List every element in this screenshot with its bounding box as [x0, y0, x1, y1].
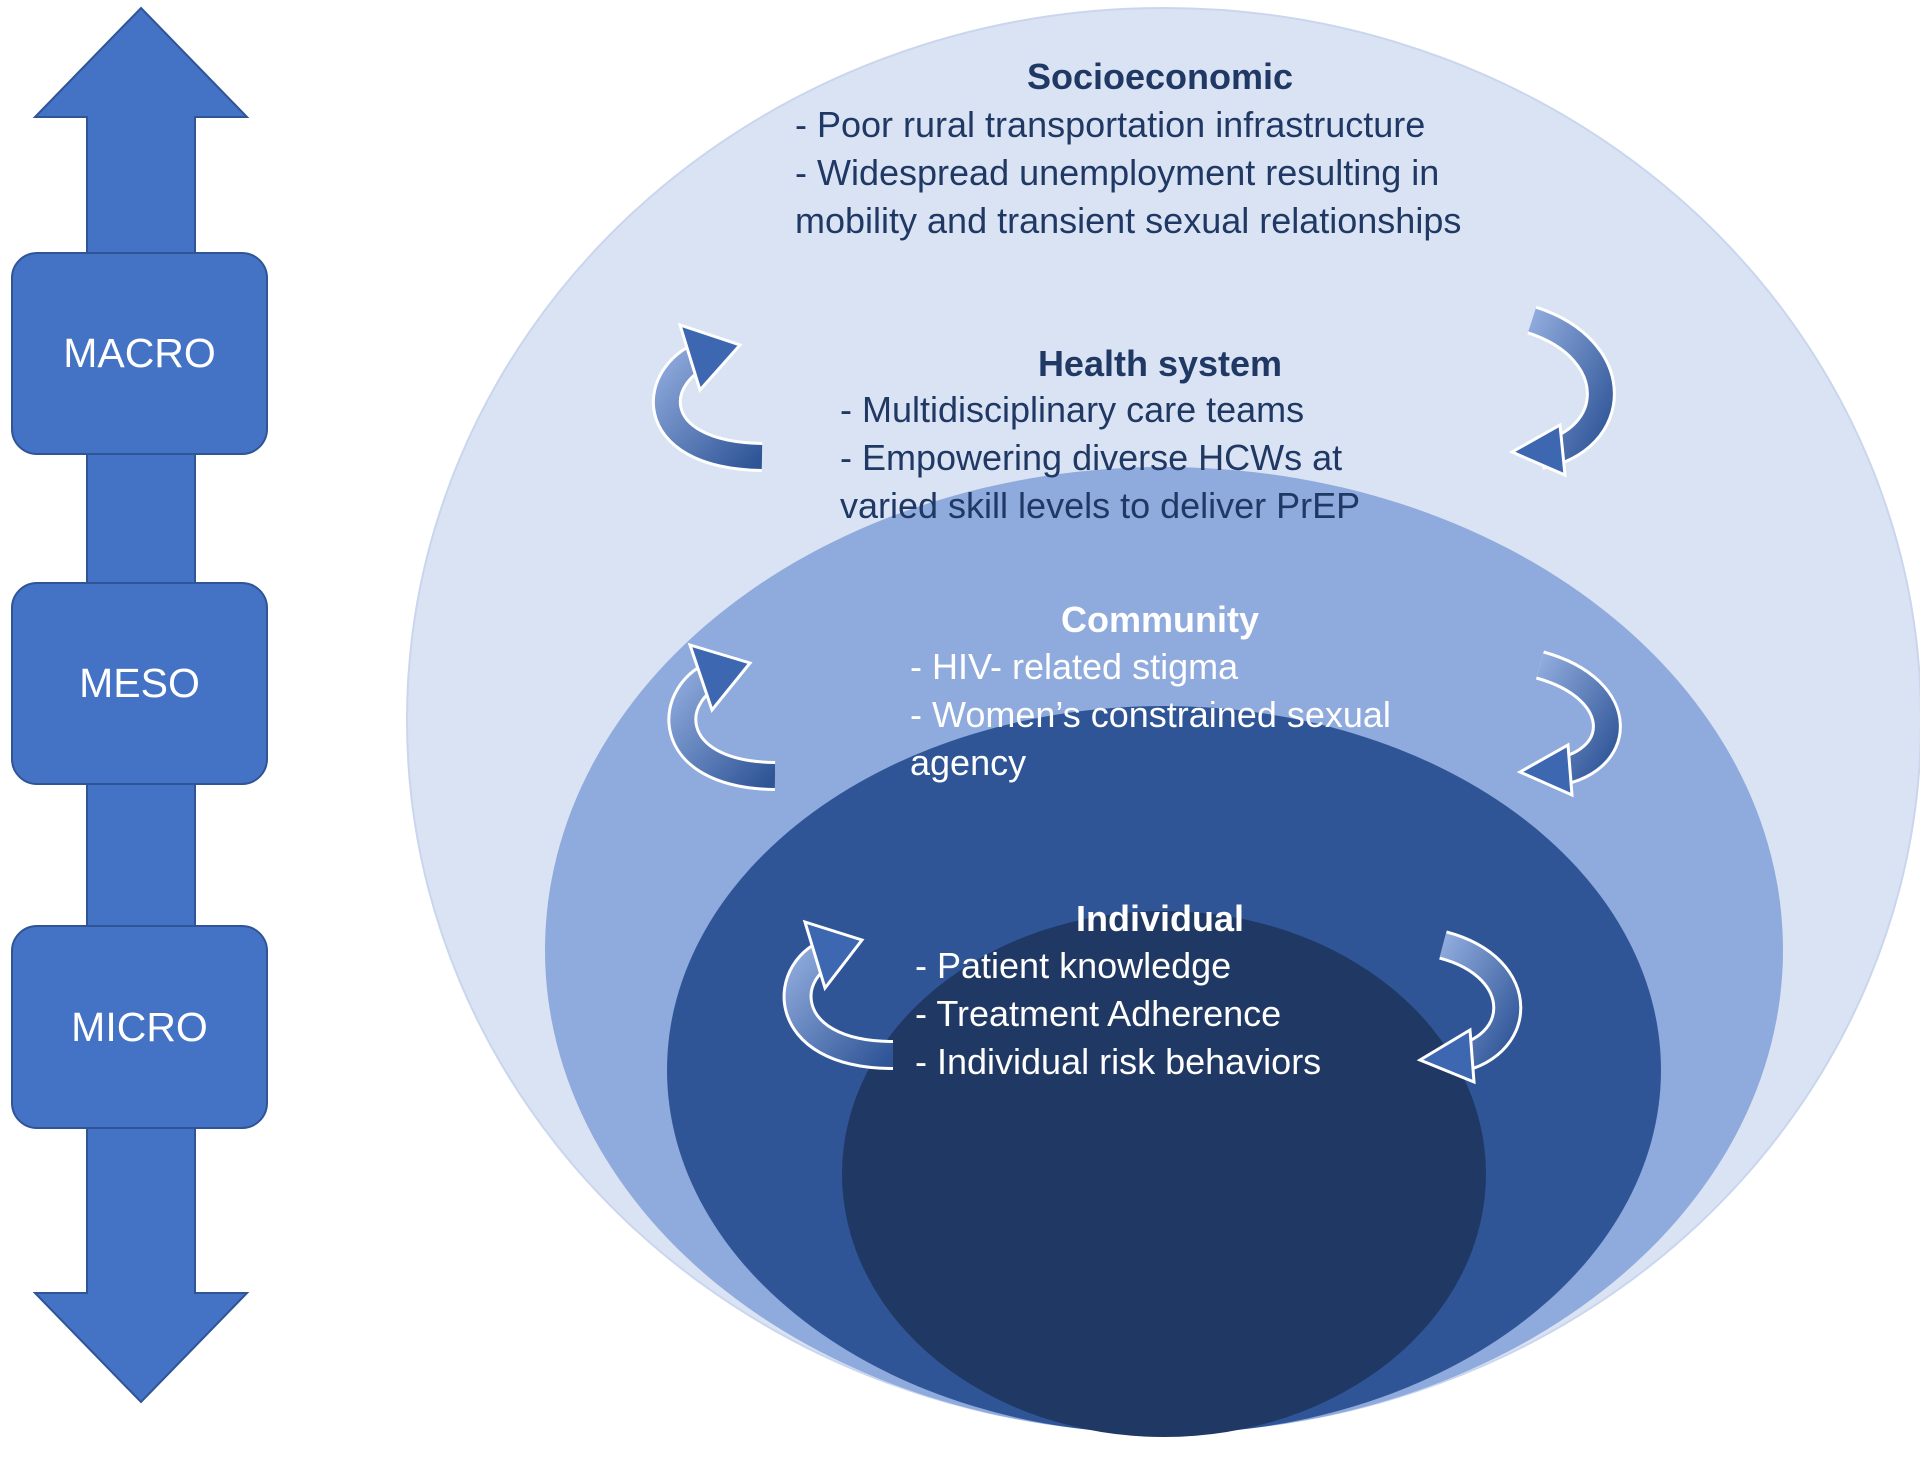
community-title: Community [1061, 599, 1259, 640]
macro-level-box: MACRO [11, 252, 268, 455]
community-item-2: - Women’s constrained sexual [910, 694, 1391, 735]
individual-item-1: - Patient knowledge [915, 945, 1232, 986]
cycle-arrow-right-health-icon [1508, 305, 1616, 478]
socioeconomic-title: Socioeconomic [1026, 56, 1294, 97]
community-item-3: agency [910, 742, 1027, 783]
cycle-arrow-left-community-icon [667, 642, 776, 791]
cycle-arrow-left-health-icon [652, 322, 763, 472]
macro-level-label: MACRO [63, 330, 216, 376]
health-system-item-1: - Multidisciplinary care teams [840, 389, 1305, 430]
individual-circle [842, 911, 1486, 1437]
micro-level-label: MICRO [71, 1003, 208, 1050]
community-item-1: - HIV- related stigma [910, 646, 1239, 687]
cycle-arrow-left-individual-icon [782, 919, 894, 1070]
socioeconomic-item-1: - Poor rural transportation infrastructu… [795, 104, 1426, 145]
socioeconomic-item-3: mobility and transient sexual relationsh… [795, 200, 1462, 241]
micro-level-box: MICRO [11, 925, 268, 1129]
individual-item-2: - Treatment Adherence [915, 993, 1282, 1034]
meso-level-box: MESO [11, 582, 268, 785]
individual-title: Individual [1075, 898, 1244, 939]
cycle-arrow-right-individual-icon [1416, 930, 1523, 1085]
cycle-arrow-right-community-icon [1516, 650, 1622, 798]
health-system-title: Health system [1037, 343, 1283, 384]
individual-item-3: - Individual risk behaviors [915, 1041, 1322, 1082]
socioeconomic-item-2: - Widespread unemployment resulting in [795, 152, 1440, 193]
health-system-item-2: - Empowering diverse HCWs at [840, 437, 1343, 478]
health-system-item-3: varied skill levels to deliver PrEP [840, 485, 1361, 526]
meso-level-label: MESO [79, 660, 200, 706]
